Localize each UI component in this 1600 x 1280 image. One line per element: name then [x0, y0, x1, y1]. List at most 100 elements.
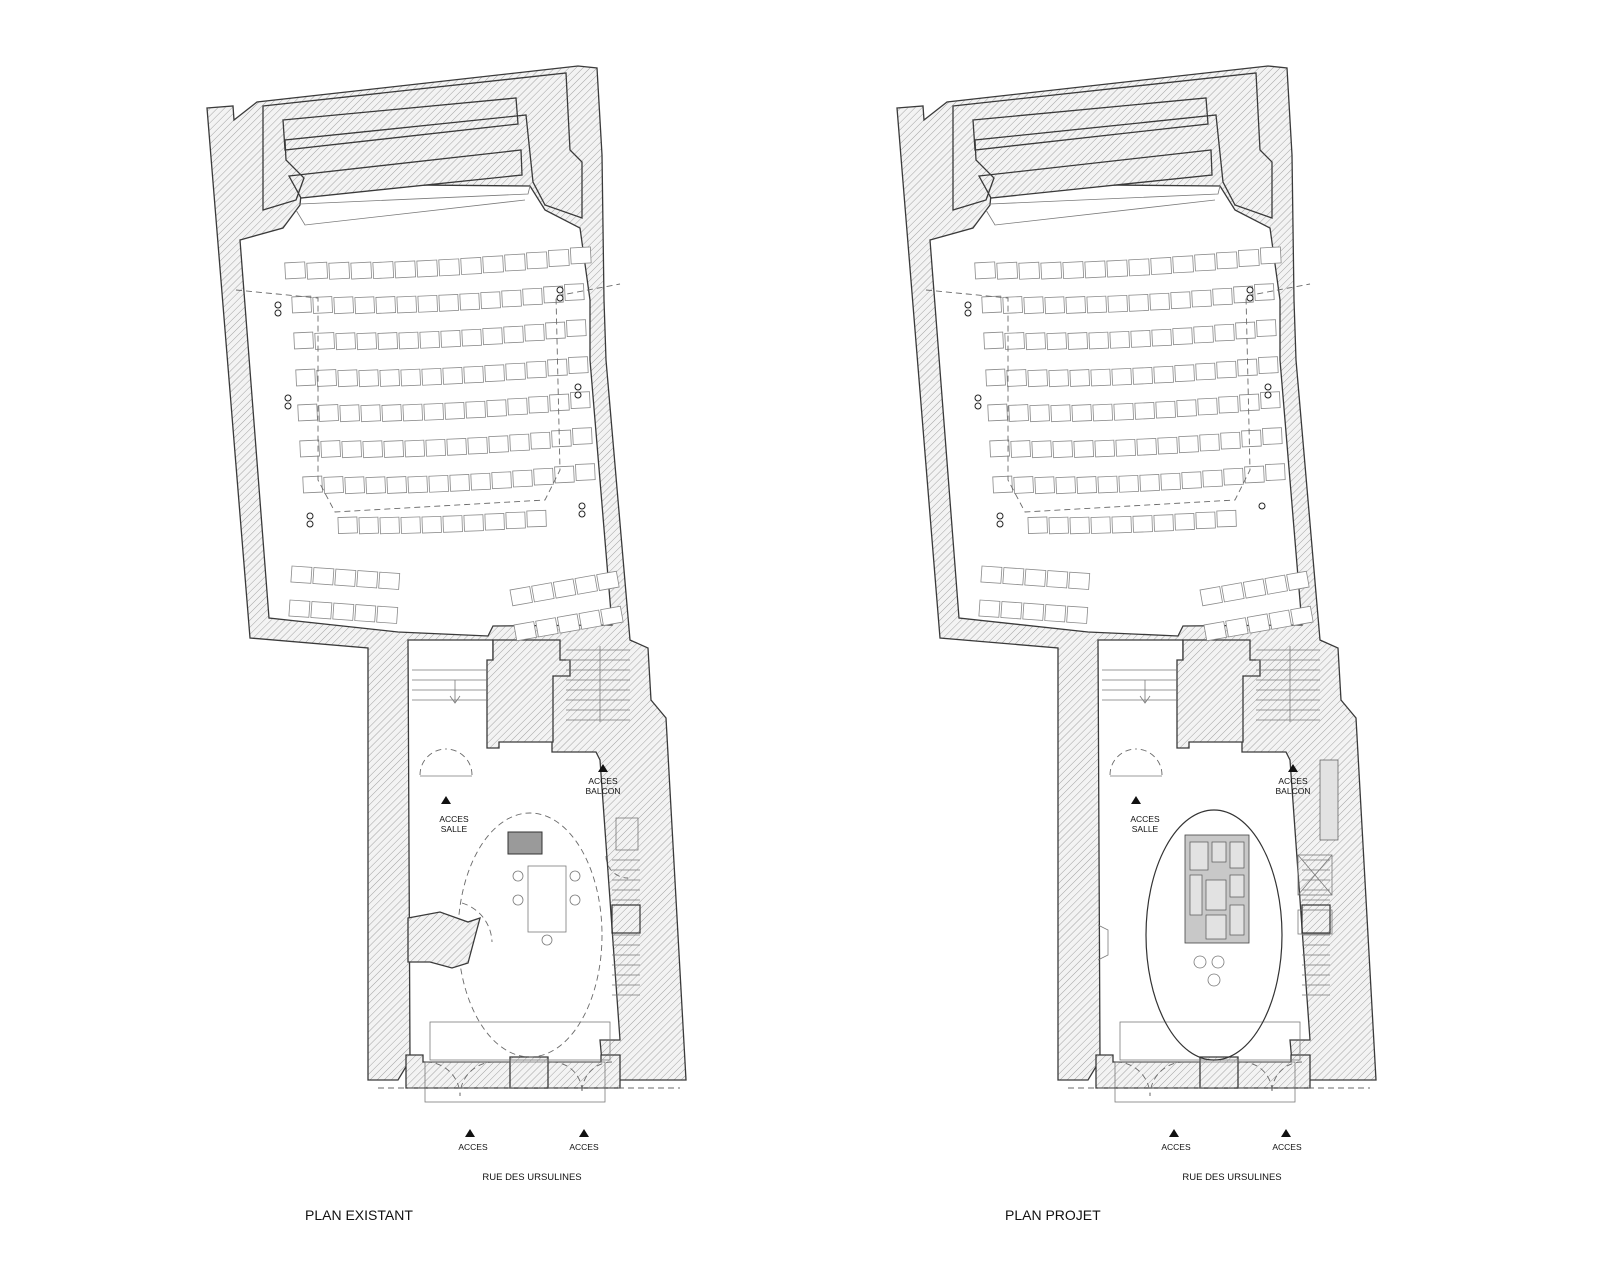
seat: [1048, 369, 1069, 388]
seat: [358, 369, 379, 388]
seat: [1025, 332, 1046, 351]
seat-row: [1199, 570, 1310, 607]
seat: [552, 578, 577, 599]
seat: [1170, 291, 1191, 310]
seat: [463, 365, 484, 384]
seat: [1086, 295, 1108, 314]
seat: [339, 404, 360, 423]
seat: [463, 514, 484, 532]
seat: [551, 429, 572, 448]
plan-existant: [206, 65, 687, 1103]
seat: [314, 332, 335, 350]
seat: [421, 515, 442, 534]
seat: [484, 364, 505, 383]
seat: [1027, 369, 1048, 388]
seat: [530, 431, 551, 450]
seat: [1286, 570, 1310, 591]
seat: [1244, 465, 1265, 484]
seat: [1258, 356, 1279, 374]
seat: [1160, 472, 1181, 491]
seat: [1018, 261, 1041, 280]
seat: [302, 475, 323, 494]
seat: [491, 471, 512, 490]
seat: [1111, 515, 1132, 534]
seat-row: [291, 283, 585, 315]
acces-balcon-label-1: ACCES: [1278, 776, 1308, 786]
seat: [1178, 435, 1199, 454]
seat: [1065, 296, 1087, 314]
seat: [442, 515, 463, 533]
seat: [402, 403, 424, 422]
seat: [320, 440, 341, 458]
seat: [1008, 404, 1029, 422]
seat: [1132, 367, 1153, 385]
seat: [377, 332, 399, 350]
seat-row: [974, 246, 1282, 280]
seat: [1150, 257, 1172, 275]
seat: [337, 516, 358, 534]
seat: [333, 296, 354, 315]
seat: [1069, 516, 1090, 535]
seat: [1259, 246, 1282, 265]
seat: [974, 261, 996, 280]
acces-balcon-arrow-icon: [1288, 764, 1298, 772]
seat: [428, 474, 449, 493]
seat: [396, 295, 418, 314]
seat: [509, 586, 533, 607]
seat: [1050, 404, 1071, 423]
seat: [1128, 258, 1151, 277]
seat: [291, 295, 312, 314]
seat: [421, 367, 442, 386]
seat: [446, 438, 467, 456]
seat: [505, 511, 526, 530]
seat: [400, 368, 422, 387]
seat: [1174, 513, 1195, 531]
seat: [503, 325, 524, 344]
seat: [449, 474, 470, 492]
seat: [1176, 399, 1197, 418]
seat: [461, 328, 482, 347]
seat: [423, 402, 444, 421]
seat: [299, 439, 320, 458]
seat: [1153, 514, 1174, 532]
seat: [337, 369, 358, 388]
plan-projet: [896, 65, 1377, 1103]
seat: [398, 331, 420, 350]
seat: [372, 261, 395, 280]
seat: [482, 327, 503, 346]
seat: [1069, 369, 1091, 387]
seat: [1013, 476, 1034, 494]
labels-existant: ACCES SALLE ACCES BALCON ACCES ACCES RUE…: [305, 764, 620, 1223]
seat: [1128, 294, 1149, 312]
seat: [404, 439, 426, 458]
seat: [1265, 463, 1286, 481]
street-label: RUE DES URSULINES: [482, 1172, 581, 1183]
seat: [297, 403, 318, 422]
seat: [1055, 476, 1076, 495]
seat: [379, 516, 400, 535]
seat: [1191, 289, 1212, 308]
acces-salle-label-1: ACCES: [1130, 814, 1160, 824]
seat-row: [293, 319, 587, 351]
seat: [344, 476, 365, 495]
seat: [365, 476, 386, 495]
acces-salle-arrow-icon: [1131, 796, 1141, 804]
seat: [566, 319, 587, 337]
seat: [1106, 259, 1129, 278]
seat: [1195, 511, 1216, 530]
projected-kiosk: [1097, 809, 1283, 1061]
seat: [574, 574, 598, 595]
seat: [1006, 369, 1027, 387]
seat: [1010, 440, 1031, 458]
seat: [335, 332, 356, 351]
seat: [1216, 509, 1237, 528]
seat: [522, 287, 543, 306]
seat: [1238, 249, 1260, 267]
seat: [987, 403, 1008, 422]
acces-salle-label-1: ACCES: [439, 814, 469, 824]
seat: [1157, 436, 1178, 455]
seat: [1256, 319, 1277, 337]
seat: [484, 513, 505, 531]
seat: [383, 440, 405, 458]
seat: [1220, 431, 1241, 450]
